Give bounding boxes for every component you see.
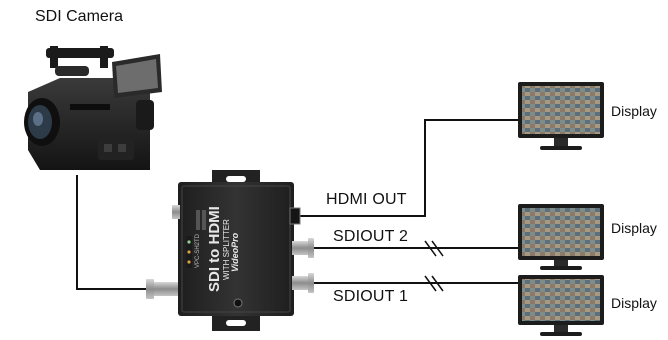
sdi-camera-icon [24, 46, 162, 170]
sdi-out-2-bnc-connector [292, 238, 314, 258]
hdmi-out-label: HDMI OUT [326, 191, 407, 208]
camera-label: SDI Camera [35, 8, 124, 25]
sdi-out-1-label: SDIOUT 1 [333, 288, 409, 305]
display-monitor-1 [518, 82, 604, 150]
break-mark-sdi1-b [431, 275, 444, 292]
sdi-to-hdmi-converter [146, 170, 314, 331]
display-label-1: Display [611, 103, 657, 119]
hdmi-out-cable [295, 119, 520, 217]
break-mark-sdi1-a [424, 275, 437, 292]
cable-break-marks [424, 240, 444, 292]
sdi-out-2-label: SDIOUT 2 [333, 228, 409, 245]
break-mark-sdi2-b [431, 240, 444, 257]
device-brand-logo: VideoPro [230, 232, 240, 272]
display-monitor-2 [518, 204, 604, 270]
display-label-2: Display [611, 220, 657, 236]
cables [76, 119, 520, 290]
display-label-3: Display [611, 295, 657, 311]
device-title: SDI to HDMI [206, 206, 223, 292]
sdi-in-bnc-connector [146, 279, 178, 299]
hdmi-out-port [289, 207, 301, 225]
display-monitor-3 [518, 275, 604, 336]
break-mark-sdi2-a [424, 240, 437, 257]
sdi-out-1-bnc-connector [292, 273, 314, 293]
device-model: VPC-SH2TD [195, 233, 201, 268]
sdi-in-cable [76, 175, 150, 290]
